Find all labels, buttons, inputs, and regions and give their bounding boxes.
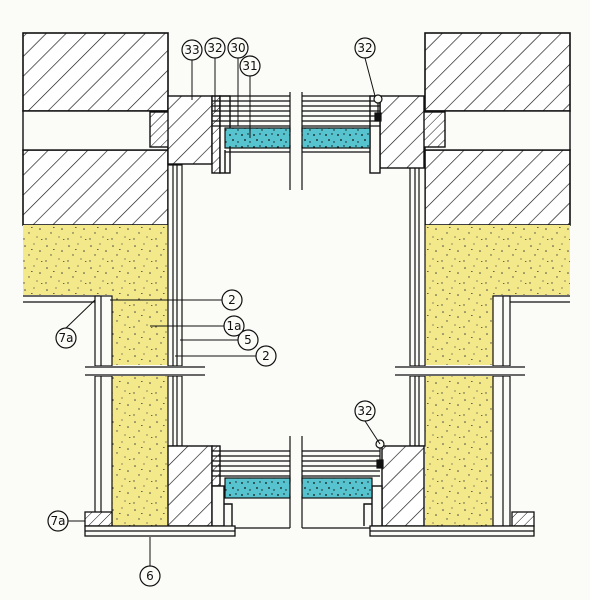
sill [84, 511, 535, 537]
label-2-upper: 2 [228, 293, 236, 307]
top-frame-right [369, 95, 446, 174]
callout-30: 30 [227, 37, 249, 59]
bottom-frame-right [363, 445, 425, 527]
wall-upper-right [424, 32, 571, 226]
label-31: 31 [242, 59, 257, 73]
label-2-lower: 2 [262, 349, 270, 363]
glazing-bottom-left [212, 436, 291, 528]
callout-2-lower: 2 [255, 345, 277, 367]
insulation-left [23, 225, 168, 526]
label-32: 32 [207, 41, 222, 55]
callout-7a-lower: 7a [47, 510, 69, 532]
callout-32-lower: 32 [354, 400, 376, 422]
label-7a-upper: 7a [59, 331, 74, 345]
label-6: 6 [146, 569, 154, 583]
callout-1a: 1a [223, 315, 245, 337]
label-5: 5 [244, 333, 252, 347]
callout-31: 31 [239, 55, 261, 77]
glazing-top-left [212, 92, 291, 190]
callout-33: 33 [181, 39, 203, 61]
callout-6: 6 [139, 565, 161, 587]
callout-5: 5 [237, 329, 259, 351]
callout-7a-upper: 7a [55, 327, 77, 349]
label-32-lower: 32 [357, 404, 372, 418]
callout-32-top-right: 32 [354, 37, 376, 59]
label-7a-lower: 7a [51, 514, 66, 528]
label-1a: 1a [227, 319, 242, 333]
label-30: 30 [230, 41, 245, 55]
wall-upper-left [22, 32, 169, 226]
callout-32-top-left: 32 [204, 37, 226, 59]
insulation-right [425, 225, 570, 526]
label-33: 33 [184, 43, 199, 57]
callout-2-upper: 2 [221, 289, 243, 311]
bottom-frame-left [167, 445, 233, 527]
break-line [20, 366, 575, 376]
glazing-bottom-right [301, 436, 385, 528]
glazing-top-right [301, 92, 383, 190]
callout-leaders [65, 57, 381, 566]
label-32-right: 32 [357, 41, 372, 55]
